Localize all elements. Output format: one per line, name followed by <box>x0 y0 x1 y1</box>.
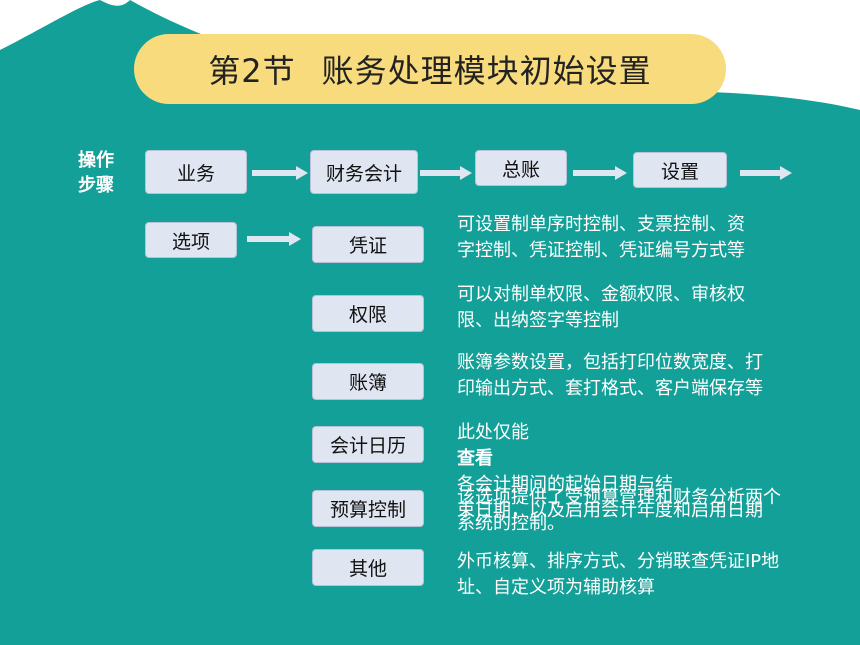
options-label-box: 选项 <box>145 222 237 258</box>
arrow-icon <box>252 166 308 180</box>
option-ledger-books: 账簿 <box>312 363 424 400</box>
arrow-icon <box>420 166 472 180</box>
arrow-icon <box>573 166 627 180</box>
title-text: 账务处理模块初始设置 <box>321 52 652 90</box>
option-accounting-calendar-desc: 此处仅能查看各会计期间的起始日期与结 束日期，以及启用会计年度和启用日期 <box>457 422 763 521</box>
page-title: 第2节 账务处理模块初始设置 <box>134 34 726 104</box>
option-budget-control: 预算控制 <box>312 490 424 527</box>
side-label-line2: 步骤 <box>78 175 114 196</box>
title-section: 第2节 <box>208 52 296 90</box>
flow-step-ledger: 总账 <box>475 150 567 186</box>
option-voucher: 凭证 <box>312 226 424 263</box>
flow-step-settings: 设置 <box>633 152 727 188</box>
arrow-icon <box>740 166 792 180</box>
option-budget-control-desc: 该选项提供了受预算管理和财务分析两个 系统的控制。 <box>457 487 781 534</box>
option-voucher-desc: 可设置制单序时控制、支票控制、资 字控制、凭证控制、凭证编号方式等 <box>457 214 745 261</box>
option-permission-desc: 可以对制单权限、金额权限、审核权 限、出纳签字等控制 <box>457 284 745 331</box>
flow-step-business: 业务 <box>145 150 247 194</box>
option-others: 其他 <box>312 549 424 586</box>
option-accounting-calendar: 会计日历 <box>312 426 424 463</box>
arrow-icon <box>247 232 301 246</box>
flow-step-finance: 财务会计 <box>310 150 418 194</box>
option-ledger-books-desc: 账簿参数设置，包括打印位数宽度、打 印输出方式、套打格式、客户端保存等 <box>457 352 763 399</box>
side-label: 操作 步骤 <box>68 148 124 198</box>
option-others-desc: 外币核算、排序方式、分销联查凭证IP地 址、自定义项为辅助核算 <box>457 551 780 598</box>
side-label-line1: 操作 <box>78 150 114 171</box>
option-permission: 权限 <box>312 295 424 332</box>
